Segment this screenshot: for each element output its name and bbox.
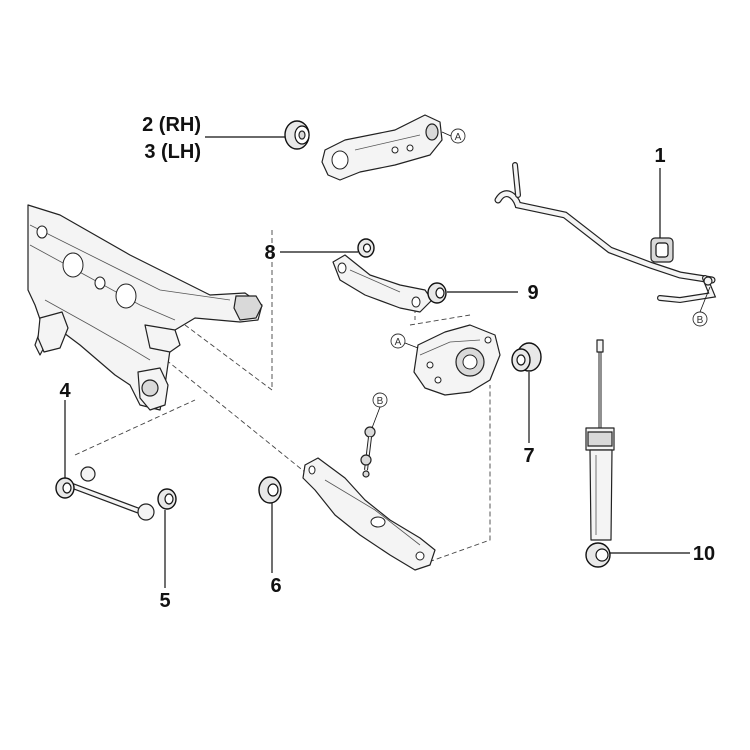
ref-circle-b-2: B — [372, 392, 388, 408]
callout-7: 7 — [523, 445, 534, 467]
shock-absorber — [585, 339, 615, 541]
callout-9: 9 — [527, 282, 538, 304]
lower-control-arm — [302, 457, 436, 571]
bushing-2-3 — [284, 120, 310, 150]
bushing-7 — [511, 342, 542, 372]
stabilizer-bar — [494, 162, 717, 304]
bushing-8 — [357, 238, 375, 258]
ref-circle-a-1: A — [450, 128, 466, 144]
ref-letter-b: B — [377, 396, 384, 407]
bushing-10 — [585, 542, 611, 568]
callout-8: 8 — [264, 242, 275, 264]
leader-lines — [64, 136, 690, 588]
rear-subframe — [27, 204, 263, 411]
callout-3-lh: 3 (LH) — [144, 141, 201, 163]
callout-5: 5 — [159, 590, 170, 612]
ref-circle-b-1: B — [692, 311, 708, 327]
callout-1: 1 — [654, 145, 665, 167]
trailing-arm — [321, 114, 443, 181]
stabilizer-link — [360, 426, 376, 478]
bushing-9 — [427, 282, 447, 304]
callout-6: 6 — [270, 575, 281, 597]
ref-circle-a-2: A — [390, 333, 406, 349]
ref-letter-a: A — [455, 132, 462, 143]
ref-letter-b: B — [697, 315, 704, 326]
upper-control-arm — [332, 254, 433, 313]
stabilizer-bushing-1 — [650, 237, 674, 263]
bushing-5 — [157, 488, 177, 510]
lateral-link — [67, 466, 155, 521]
rear-knuckle — [413, 324, 501, 396]
bushing-4 — [55, 477, 75, 499]
callout-4: 4 — [59, 380, 71, 402]
callout-2-rh: 2 (RH) — [142, 114, 201, 136]
callout-10: 10 — [693, 543, 715, 565]
bushing-6 — [258, 476, 282, 504]
ref-letter-a: A — [395, 337, 402, 348]
